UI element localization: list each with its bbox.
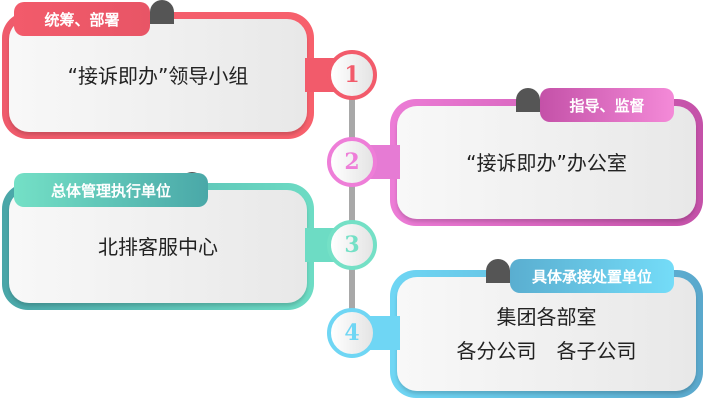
- step-1-tag: 统筹、部署: [14, 2, 150, 36]
- step-4-text-line-2: 各分公司 各子公司: [456, 339, 637, 363]
- tab-bump: [516, 88, 540, 112]
- step-2-tag: 指导、监督: [540, 88, 674, 122]
- step-1-text: “接诉即办”领导小组: [67, 63, 249, 88]
- step-4-text-line-1: 集团各部室: [496, 305, 597, 329]
- step-4-tag: 具体承接处置单位: [510, 259, 674, 293]
- step-1-card: “接诉即办”领导小组: [2, 12, 314, 139]
- tab-bump: [486, 259, 510, 283]
- step-4-number: 4: [327, 308, 377, 358]
- step-3-text: 北排客服中心: [98, 234, 218, 259]
- step-3-number: 3: [327, 220, 377, 270]
- step-2-text: “接诉即办”办公室: [466, 150, 627, 175]
- step-2-number: 2: [327, 137, 377, 187]
- step-1-number: 1: [327, 50, 377, 100]
- timeline-line: [349, 90, 355, 320]
- step-3-tag: 总体管理执行单位: [14, 173, 208, 207]
- tab-bump: [150, 0, 174, 24]
